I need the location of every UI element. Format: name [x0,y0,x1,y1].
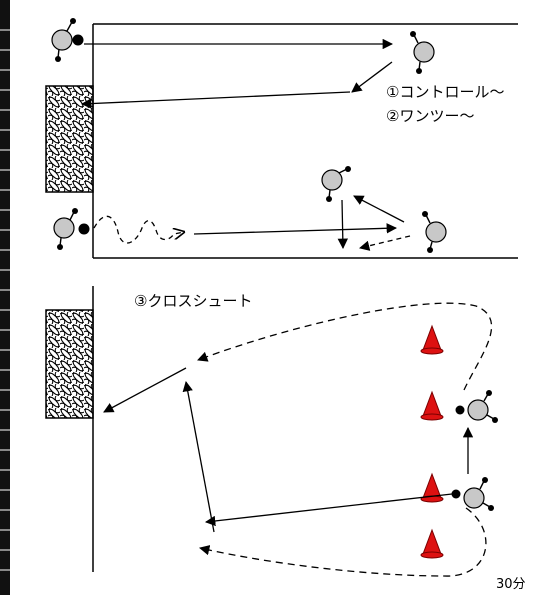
player-icon [51,18,76,62]
cone-icon [420,472,444,503]
top-field [92,23,518,259]
drill-label-cross-shoot: ③クロスシュート [134,292,253,310]
ball-icon [451,489,461,499]
player-icon [422,211,447,253]
player-icon [467,390,498,423]
cone-icon [420,390,444,421]
goal-icon [45,85,94,193]
ball-icon [455,405,465,415]
goal-icon [45,309,94,419]
drill-label-one-two: ②ワンツー～ [386,107,475,125]
ball-icon [72,34,84,46]
player-icon [53,208,78,250]
player-icon [321,166,351,202]
duration-label: 30分 [496,577,526,592]
cone-icon [420,528,444,559]
top-arrows [80,38,411,251]
cone-icon [420,324,444,355]
bottom-arrows [103,302,493,577]
player-icon [463,477,494,511]
ball-icon [78,223,90,235]
drill-label-control: ①コントロール～ [386,83,505,101]
left-margin-strip [0,0,10,595]
player-icon [410,31,435,74]
